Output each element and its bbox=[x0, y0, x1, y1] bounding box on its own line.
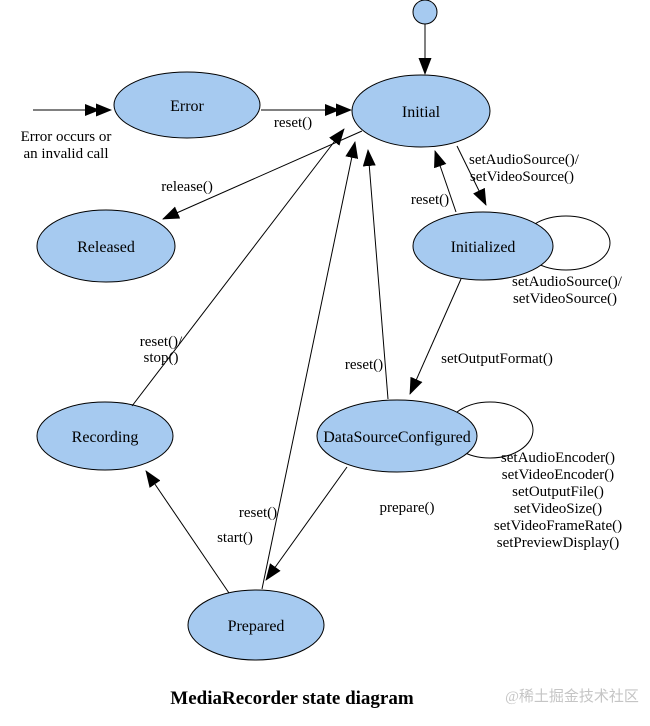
transition-prepared-to-recording-line bbox=[145, 470, 230, 594]
transition-initial-to-initialized-line bbox=[456, 145, 487, 206]
state-initial-ellipse bbox=[351, 74, 491, 148]
state-prepared-label: Prepared bbox=[228, 618, 285, 635]
state-prepared-ellipse bbox=[187, 589, 325, 661]
dsc-self-loop-label-line3: setOutputFile() bbox=[512, 484, 604, 500]
state-initialized-label: Initialized bbox=[451, 239, 516, 256]
transition-initialized-to-dsc-line bbox=[409, 278, 462, 395]
recording-to-initial-label-line1: reset()/ bbox=[140, 334, 183, 350]
initialized-to-initial-label: reset() bbox=[411, 192, 449, 208]
state-initial-label: Initial bbox=[402, 104, 441, 121]
initial-to-initialized-label-line1: setAudioSource()/ bbox=[469, 152, 580, 168]
error-trigger-annotation-line2: an invalid call bbox=[24, 146, 109, 162]
recording-to-initial-label-line2: stop() bbox=[144, 350, 179, 366]
state-initialized-ellipse bbox=[412, 211, 554, 281]
error-to-initial-arrowhead bbox=[336, 103, 352, 117]
initial-to-initialized-label-line2: setVideoSource() bbox=[470, 169, 574, 185]
start-state-circle bbox=[412, 0, 438, 25]
transition-dsc-to-prepared-line bbox=[265, 466, 348, 581]
transition-initial-to-released-line bbox=[162, 130, 363, 220]
state-data-source-configured-label: DataSourceConfigured bbox=[323, 429, 471, 446]
dsc-self-loop-label-line2: setVideoEncoder() bbox=[502, 467, 614, 483]
prepared-to-recording-label: start() bbox=[217, 530, 253, 546]
state-recording-label: Recording bbox=[72, 429, 139, 446]
dsc-self-loop-label-line6: setPreviewDisplay() bbox=[497, 535, 619, 551]
error-to-initial-label: reset() bbox=[274, 115, 312, 131]
dsc-self-loop-label-line1: setAudioEncoder() bbox=[501, 450, 615, 466]
transition-prepared-to-initial-line bbox=[261, 141, 359, 590]
state-released-ellipse bbox=[36, 209, 176, 283]
watermark: @稀土掘金技术社区 bbox=[505, 688, 639, 705]
initialized-self-loop-label-line1: setAudioSource()/ bbox=[512, 274, 623, 290]
state-recording-ellipse bbox=[36, 401, 174, 471]
state-error-ellipse bbox=[113, 71, 261, 139]
diagram-title: MediaRecorder state diagram bbox=[170, 688, 414, 709]
transition-recording-to-initial-line bbox=[131, 128, 345, 407]
error-to-initial-arrowhead2 bbox=[325, 104, 340, 116]
initialized-self-loop-label-line2: setVideoSource() bbox=[513, 291, 617, 307]
initial-to-released-label: release() bbox=[161, 179, 213, 195]
dsc-to-initial-label: reset() bbox=[345, 357, 383, 373]
state-data-source-configured-ellipse bbox=[316, 399, 478, 473]
external-to-error-arrowhead bbox=[96, 103, 112, 117]
transition-initialized-to-initial-line bbox=[434, 150, 457, 213]
state-error-label: Error bbox=[170, 98, 204, 115]
error-trigger-annotation-line1: Error occurs or bbox=[21, 129, 112, 145]
transition-dsc-to-initial-line bbox=[362, 149, 389, 400]
external-to-error-arrowhead2 bbox=[85, 104, 100, 116]
state-released-label: Released bbox=[77, 239, 135, 256]
prepared-to-initial-label: reset() bbox=[239, 505, 277, 521]
dsc-self-loop-label-line4: setVideoSize() bbox=[514, 501, 602, 517]
initialized-to-dsc-label: setOutputFormat() bbox=[441, 351, 553, 367]
dsc-to-prepared-label: prepare() bbox=[380, 500, 435, 516]
dsc-self-loop-label-line5: setVideoFrameRate() bbox=[494, 518, 622, 534]
